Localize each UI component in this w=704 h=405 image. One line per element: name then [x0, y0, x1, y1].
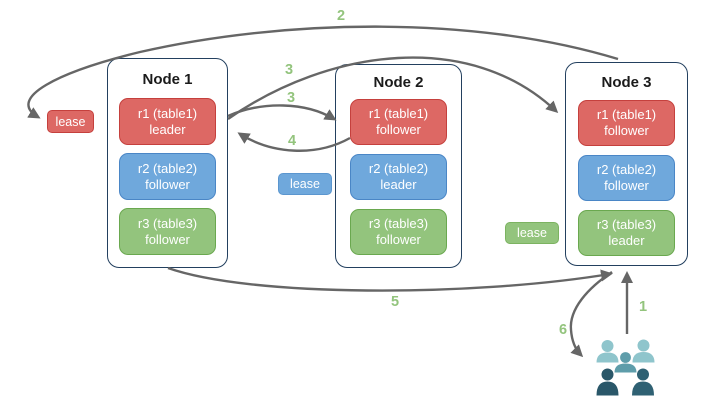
replica-role: follower — [376, 232, 421, 247]
replica-label: r1 (table1) — [368, 106, 429, 121]
replica-r1-node3: r1 (table1) follower — [578, 100, 675, 146]
arrow-step5-node1-to-node3 — [167, 266, 613, 292]
replica-label: r2 (table2) — [596, 162, 657, 177]
lease-badge-r2: lease — [278, 173, 332, 195]
replica-r2-node2: r2 (table2) leader — [350, 154, 447, 200]
replica-r3-node2: r3 (table3) follower — [350, 209, 447, 255]
replica-label: r1 (table1) — [596, 107, 657, 122]
node-2: Node 2 r1 (table1) follower r2 (table2) … — [335, 64, 462, 268]
replica-role: follower — [604, 123, 649, 138]
node-3: Node 3 r1 (table1) follower r2 (table2) … — [565, 62, 688, 266]
node-3-title: Node 3 — [601, 74, 652, 91]
replica-role: leader — [608, 233, 645, 248]
step-label-6: 6 — [558, 322, 568, 338]
replica-label: r3 (table3) — [368, 216, 429, 231]
node-1: Node 1 r1 (table1) leader r2 (table2) fo… — [107, 58, 228, 268]
user-group-icon — [596, 339, 655, 396]
node-1-title: Node 1 — [142, 71, 193, 88]
lease-label: lease — [517, 226, 547, 240]
replica-label: r3 (table3) — [137, 215, 198, 231]
replica-label: r3 (table3) — [596, 217, 657, 232]
replica-role: follower — [145, 231, 190, 247]
replica-role: follower — [604, 178, 649, 193]
step-label-3a: 3 — [284, 62, 294, 78]
replica-r2-node3: r2 (table2) follower — [578, 155, 675, 201]
replica-label: r2 (table2) — [368, 161, 429, 176]
replica-r1-node1: r1 (table1) leader — [119, 98, 216, 145]
arrow-step3-node1r1-to-node2r1 — [227, 104, 337, 121]
replica-r2-node1: r2 (table2) follower — [119, 153, 216, 200]
step-label-4: 4 — [287, 133, 297, 149]
lease-label: lease — [290, 177, 320, 191]
replica-role: leader — [380, 177, 417, 192]
step-label-5: 5 — [390, 294, 400, 310]
lease-badge-r1: lease — [47, 110, 94, 133]
step-label-3b: 3 — [286, 90, 296, 106]
replica-role: leader — [149, 121, 186, 137]
replica-role: follower — [376, 122, 421, 137]
replica-r3-node1: r3 (table3) follower — [119, 208, 216, 255]
node-2-title: Node 2 — [373, 74, 424, 91]
lease-badge-r3: lease — [505, 222, 559, 244]
replica-label: r2 (table2) — [137, 160, 198, 176]
replica-role: follower — [145, 176, 190, 192]
step-label-2: 2 — [336, 8, 346, 24]
replica-label: r1 (table1) — [137, 105, 198, 121]
lease-label: lease — [55, 114, 86, 129]
step-label-1: 1 — [638, 299, 648, 315]
replica-r1-node2: r1 (table1) follower — [350, 99, 447, 145]
replica-r3-node3: r3 (table3) leader — [578, 210, 675, 256]
